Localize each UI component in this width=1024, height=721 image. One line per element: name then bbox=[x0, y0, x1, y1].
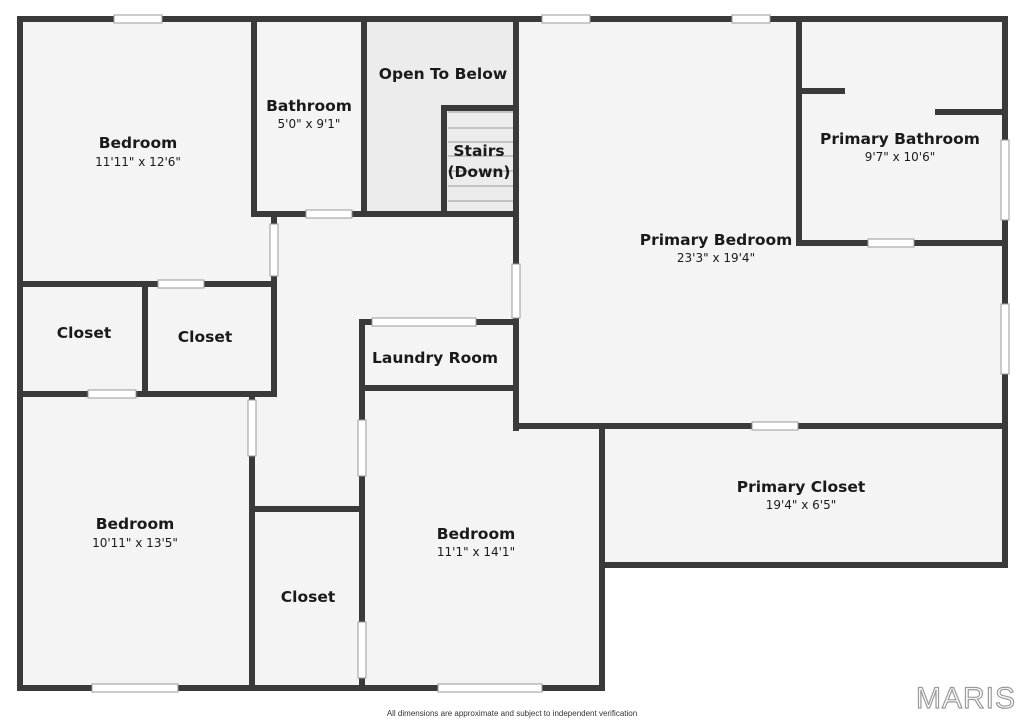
room-name: Bathroom bbox=[266, 97, 352, 115]
room-name: Primary Closet bbox=[737, 478, 866, 496]
room-dimensions: 19'4" x 6'5" bbox=[766, 498, 837, 512]
room-dimensions: 9'7" x 10'6" bbox=[865, 150, 936, 164]
stair-treads bbox=[448, 111, 514, 202]
room-closet-3: Closet bbox=[281, 588, 336, 606]
room-closet-2: Closet bbox=[178, 328, 233, 346]
room-name: Primary Bathroom bbox=[820, 130, 980, 148]
room-bedroom-nw: Bedroom 11'11" x 12'6" bbox=[95, 134, 181, 169]
room-closet-1: Closet bbox=[57, 324, 112, 342]
room-dimensions: 11'1" x 14'1" bbox=[437, 545, 515, 559]
room-primary-bathroom: Primary Bathroom 9'7" x 10'6" bbox=[820, 130, 980, 164]
room-name: Closet bbox=[57, 324, 112, 342]
disclaimer-text: All dimensions are approximate and subje… bbox=[386, 709, 638, 718]
brand-watermark: MARIS bbox=[915, 681, 1016, 715]
room-primary-closet: Primary Closet 19'4" x 6'5" bbox=[737, 478, 866, 512]
room-open-to-below: Open To Below bbox=[379, 65, 507, 83]
room-name: Closet bbox=[178, 328, 233, 346]
room-bathroom: Bathroom 5'0" x 9'1" bbox=[266, 97, 352, 131]
openings bbox=[87, 14, 1010, 693]
room-bedroom-s: Bedroom 11'1" x 14'1" bbox=[437, 525, 516, 559]
room-name: Open To Below bbox=[379, 65, 507, 83]
room-name: Closet bbox=[281, 588, 336, 606]
room-name: Primary Bedroom bbox=[640, 231, 793, 249]
room-name: Laundry Room bbox=[372, 349, 498, 367]
stairs-label: Stairs bbox=[453, 142, 504, 160]
room-name: Bedroom bbox=[96, 515, 175, 533]
room-dimensions: 11'11" x 12'6" bbox=[95, 155, 181, 169]
room-dimensions: 5'0" x 9'1" bbox=[278, 117, 341, 131]
room-bedroom-sw: Bedroom 10'11" x 13'5" bbox=[92, 515, 178, 550]
stairs-direction: (Down) bbox=[447, 163, 510, 181]
room-dimensions: 10'11" x 13'5" bbox=[92, 536, 178, 550]
room-primary-bedroom: Primary Bedroom 23'3" x 19'4" bbox=[640, 231, 793, 265]
room-name: Bedroom bbox=[99, 134, 178, 152]
room-name: Bedroom bbox=[437, 525, 516, 543]
room-laundry: Laundry Room bbox=[372, 349, 498, 367]
room-stairs: Stairs (Down) bbox=[447, 142, 510, 181]
room-dimensions: 23'3" x 19'4" bbox=[677, 251, 755, 265]
